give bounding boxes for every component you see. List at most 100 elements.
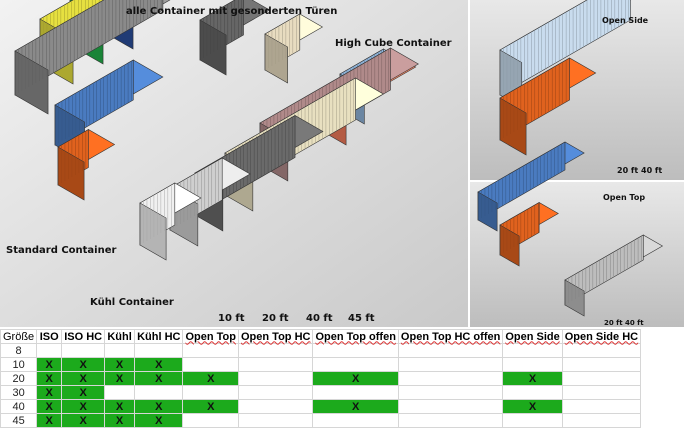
availability-cell: X	[502, 399, 563, 414]
std-orange	[57, 128, 116, 201]
column-header: Open Top offen	[312, 329, 399, 344]
size-cell: 8	[0, 343, 38, 358]
availability-cell: X	[134, 399, 184, 414]
availability-cell: X	[61, 385, 106, 400]
availability-cell: X	[312, 371, 399, 386]
availability-cell: X	[61, 413, 106, 428]
availability-cell	[134, 343, 184, 358]
availability-cell	[397, 385, 504, 400]
column-header: Open Top HC offen	[397, 329, 504, 344]
availability-cell	[502, 413, 563, 428]
availability-cell: X	[36, 413, 63, 428]
availability-cell	[182, 343, 239, 358]
availability-cell: X	[134, 371, 184, 386]
availability-cell	[104, 385, 136, 400]
size-cell: 20	[0, 371, 38, 386]
availability-cell	[182, 413, 239, 428]
availability-cell: X	[36, 385, 63, 400]
hc-dark	[199, 0, 271, 76]
availability-cell	[237, 399, 314, 414]
availability-cell: X	[182, 399, 239, 414]
container-drawings	[0, 0, 684, 327]
availability-cell	[502, 385, 563, 400]
availability-cell	[237, 357, 314, 372]
column-header: ISO HC	[61, 329, 106, 344]
column-header: Open Side	[502, 329, 563, 344]
column-header: ISO	[36, 329, 63, 344]
availability-cell: X	[61, 371, 106, 386]
kuehl-10	[139, 182, 202, 261]
size-45: 45 ft	[348, 313, 375, 324]
availability-cell	[502, 343, 563, 358]
table-row: 8	[0, 343, 642, 358]
availability-cell	[182, 385, 239, 400]
open-top-label: Open Top	[603, 193, 646, 202]
availability-cell	[61, 343, 106, 358]
high-cube-label: High Cube Container	[335, 38, 452, 49]
availability-cell	[561, 385, 642, 400]
size-cell: 30	[0, 385, 38, 400]
availability-cell: X	[36, 371, 63, 386]
availability-cell	[561, 343, 642, 358]
availability-cell	[397, 371, 504, 386]
availability-cell: X	[104, 413, 136, 428]
availability-cell	[397, 399, 504, 414]
size-cell: 40	[0, 399, 38, 414]
availability-cell	[134, 385, 184, 400]
open-top-20	[499, 201, 559, 267]
availability-cell	[502, 357, 563, 372]
availability-cell	[397, 343, 504, 358]
size-40: 40 ft	[306, 313, 333, 324]
availability-cell: X	[61, 357, 106, 372]
availability-cell	[237, 371, 314, 386]
title-label: alle Container mit gesonderten Türen	[126, 6, 338, 17]
column-header: Größe	[0, 329, 38, 344]
size-cell: 45	[0, 413, 38, 428]
open-side-label: Open Side	[602, 16, 649, 25]
availability-cell	[36, 343, 63, 358]
hc-beige	[264, 13, 324, 84]
availability-cell	[312, 385, 399, 400]
availability-cell	[561, 399, 642, 414]
availability-cell: X	[36, 357, 63, 372]
availability-cell	[237, 343, 314, 358]
open-top-40	[477, 141, 585, 232]
column-header: Open Top	[182, 329, 239, 344]
open-side-sizes: 20 ft 40 ft	[617, 166, 663, 175]
availability-cell	[561, 357, 642, 372]
open-top-frame	[564, 234, 664, 317]
availability-cell: X	[182, 371, 239, 386]
availability-cell	[237, 385, 314, 400]
availability-cell: X	[134, 413, 184, 428]
availability-cell	[104, 343, 136, 358]
availability-cell: X	[502, 371, 563, 386]
availability-cell	[397, 357, 504, 372]
column-header: Open Top HC	[237, 329, 314, 344]
availability-cell: X	[104, 399, 136, 414]
availability-cell: X	[312, 399, 399, 414]
availability-cell	[397, 413, 504, 428]
availability-cell: X	[36, 399, 63, 414]
availability-cell: X	[134, 357, 184, 372]
kuehl-label: Kühl Container	[90, 297, 174, 308]
availability-cell	[312, 343, 399, 358]
availability-cell	[561, 371, 642, 386]
open-side-20	[499, 57, 597, 156]
open-top-sizes: 20 ft 40 ft	[604, 319, 644, 327]
open-side-40	[499, 0, 632, 109]
size-cell: 10	[0, 357, 38, 372]
column-header: Kühl HC	[134, 329, 184, 344]
availability-cell	[561, 413, 642, 428]
availability-cell	[312, 357, 399, 372]
availability-cell	[237, 413, 314, 428]
availability-cell: X	[104, 371, 136, 386]
size-20: 20 ft	[262, 313, 289, 324]
availability-cell: X	[61, 399, 106, 414]
container-illustration: alle Container mit gesonderten Türen Hig…	[0, 0, 684, 327]
column-header: Kühl	[104, 329, 136, 344]
